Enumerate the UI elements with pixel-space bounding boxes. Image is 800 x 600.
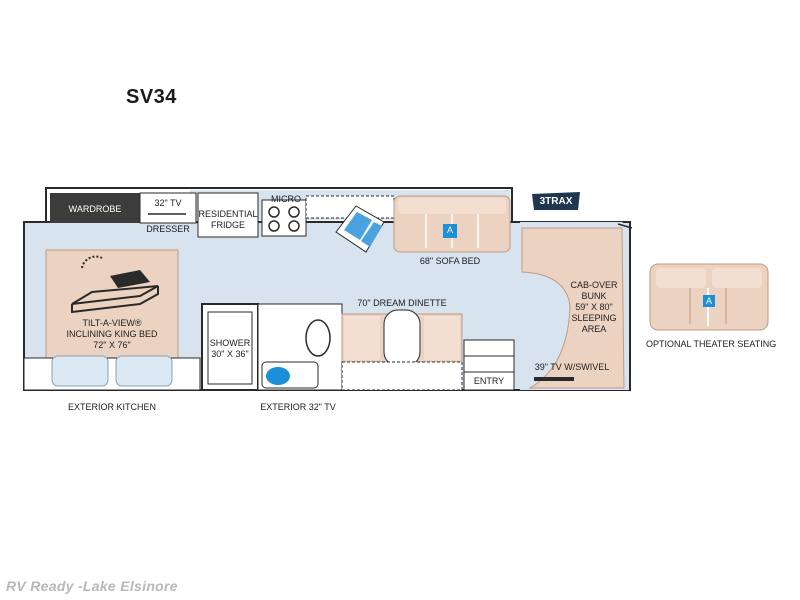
label-cabover-2: BUNK (581, 291, 607, 301)
label-sofa-bed: 68" SOFA BED (419, 256, 481, 266)
label-micro: MICRO (271, 194, 301, 204)
label-exterior-kitchen: EXTERIOR KITCHEN (67, 402, 156, 412)
label-bed-1: TILT-A-VIEW® (82, 318, 142, 328)
wardrobe (50, 193, 140, 223)
label-cabover-4: SLEEPING (571, 313, 617, 323)
dream-dinette (341, 309, 463, 367)
model-name: SV34 (126, 86, 177, 108)
watermark: RV Ready -Lake Elsinore (6, 578, 178, 594)
tv-39-swivel (534, 377, 574, 381)
label-tv-39: 39" TV W/SWIVEL (534, 362, 610, 372)
3trax-logo: 3TRAX (532, 192, 580, 210)
cab-over-bunk (521, 227, 625, 389)
cooktop (261, 199, 307, 237)
label-bed-2: INCLINING KING BED (66, 329, 158, 339)
label-cabover-5: AREA (581, 324, 607, 334)
label-marker-a-theater: A (705, 296, 712, 306)
label-exterior-tv: EXTERIOR 32" TV (260, 402, 336, 412)
label-fridge-2: FRIDGE (210, 220, 245, 230)
entry-steps (463, 339, 515, 391)
label-tv-32: 32" TV (154, 198, 182, 208)
king-bed (45, 249, 179, 363)
label-theater-seating: OPTIONAL THEATER SEATING (646, 339, 777, 349)
shower (201, 303, 259, 391)
kitchen-sink (335, 205, 385, 253)
marker-a-theater (703, 295, 715, 307)
label-fridge-1: RESIDENTIAL (198, 209, 258, 219)
marker-a-sofa (443, 224, 457, 238)
label-shower-1: SHOWER (209, 338, 251, 348)
dresser (139, 192, 197, 224)
label-shower-2: 30" X 36" (211, 349, 249, 359)
3trax-logo-text: 3TRAX (540, 196, 573, 207)
label-entry: ENTRY (473, 376, 505, 386)
bath-sink (266, 367, 290, 385)
toilet (305, 319, 331, 357)
label-dresser: DRESSER (146, 224, 190, 234)
label-marker-a: A (446, 225, 453, 235)
exterior-kitchen-box (23, 357, 201, 391)
residential-fridge (197, 192, 259, 238)
bed-pillows (51, 355, 173, 387)
kitchen-counter (305, 195, 395, 219)
label-cabover-1: CAB-OVER (570, 280, 618, 290)
label-wardrobe: WARDROBE (68, 204, 122, 214)
label-dinette: 70" DREAM DINETTE (357, 298, 447, 308)
label-cabover-3: 59" X 80" (575, 302, 613, 312)
label-bed-3: 72" X 76" (93, 340, 131, 350)
